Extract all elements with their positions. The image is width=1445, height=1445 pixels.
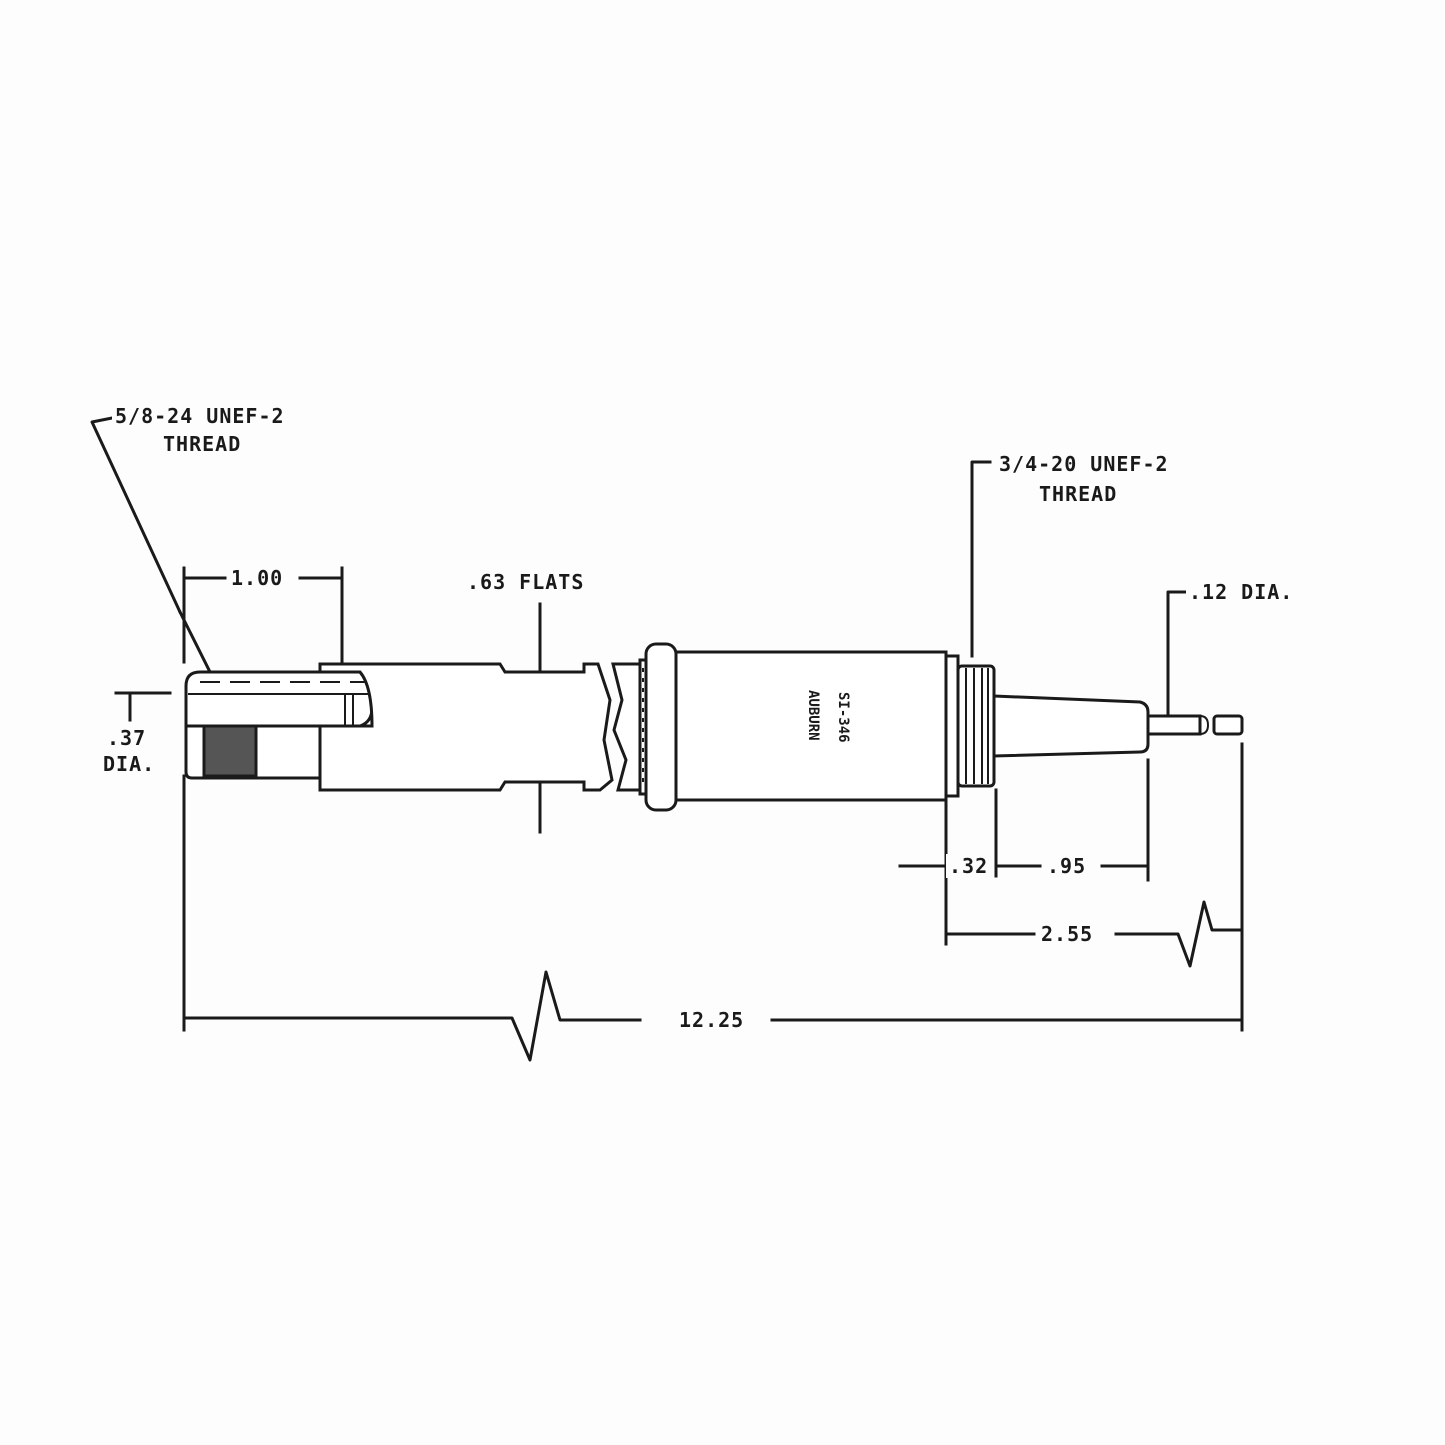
right-thread-callout-line2: THREAD [1036, 482, 1121, 506]
left-thread-leader [90, 416, 182, 614]
dim-12-25-line [182, 970, 1244, 1062]
left-thread-callout-line1: 5/8-24 UNEF-2 [112, 404, 288, 428]
dim-collar-value: .32 [946, 854, 992, 878]
part-marking-brand: AUBURN [805, 690, 821, 741]
main-body [674, 650, 948, 802]
right-thread-lines [965, 668, 989, 784]
dim-insulator-value: .95 [1044, 854, 1090, 878]
flange [644, 642, 678, 812]
right-thread-callout-line1: 3/4-20 UNEF-2 [996, 452, 1172, 476]
dim-electrode-ext-value: 2.55 [1038, 922, 1097, 946]
shank [318, 662, 614, 792]
part-marking-model: SI-346 [835, 692, 851, 743]
electrode [1146, 714, 1202, 736]
electrode-dia-callout: .12 DIA. [1186, 580, 1297, 604]
dim-2-55-line [944, 900, 1244, 968]
dim-overall-value: 12.25 [676, 1008, 748, 1032]
tip-dia-label: DIA. [100, 752, 159, 776]
electrode-break [1199, 715, 1210, 735]
body-collar [944, 654, 960, 798]
dim-thread-length-value: 1.00 [228, 566, 287, 590]
tip-dia-value: .37 [104, 726, 150, 750]
flats-callout: .63 FLATS [464, 570, 588, 594]
insulator [992, 694, 1150, 758]
right-thread-leader [970, 460, 992, 658]
left-thread-callout-line2: THREAD [160, 432, 245, 456]
broken-section [611, 662, 642, 792]
tip-hatched-insert [202, 724, 258, 778]
electrode-tip [1212, 714, 1244, 736]
electrode-dia-leader [1166, 590, 1188, 718]
